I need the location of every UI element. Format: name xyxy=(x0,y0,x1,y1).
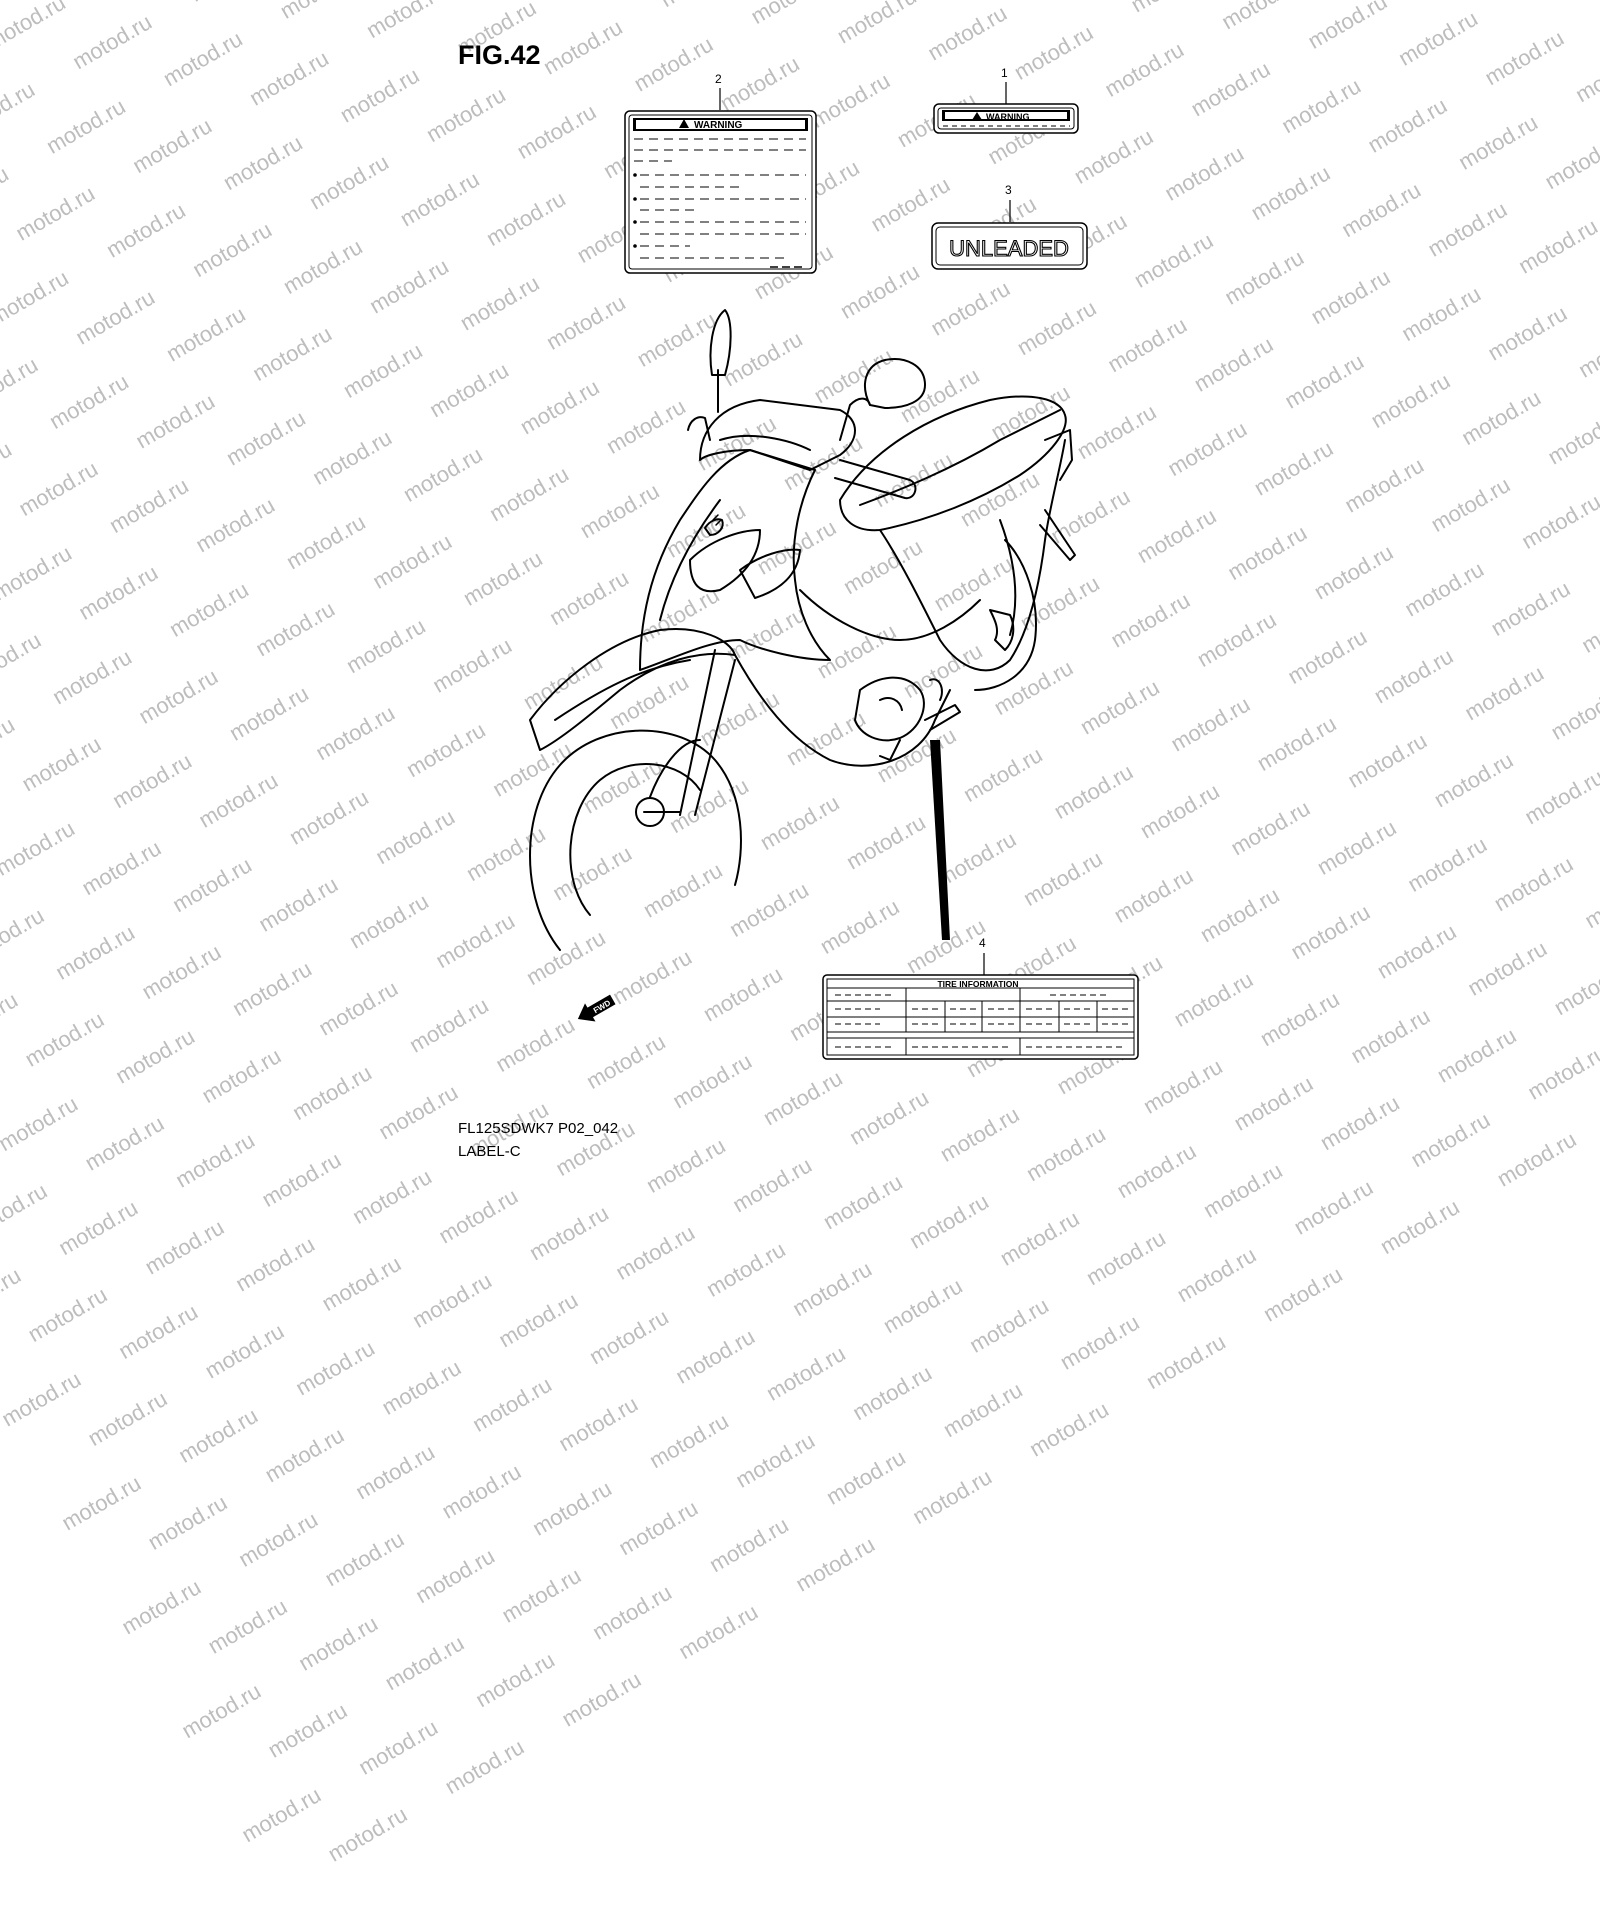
watermark-text: motod.ru xyxy=(1055,1309,1144,1375)
watermark-text: motod.ru xyxy=(791,1531,880,1597)
watermark-text: motod.ru xyxy=(231,1231,319,1297)
watermark-text: motod.ru xyxy=(761,1340,850,1406)
watermark-text: motod.ru xyxy=(203,1593,292,1659)
warning-label-large-title: WARNING xyxy=(694,120,743,131)
figure-code: FL125SDWK7 P02_042 xyxy=(458,1120,619,1137)
watermark-text: motod.ru xyxy=(788,1256,876,1322)
tire-label-pointer xyxy=(930,740,950,940)
watermark-text: motod.ru xyxy=(731,1427,820,1493)
watermark-text: motod.ru xyxy=(848,1360,936,1426)
watermark-text: motod.ru xyxy=(908,1464,996,1530)
watermark-text: motod.ru xyxy=(437,1458,526,1524)
watermark-text: motod.ru xyxy=(143,1489,232,1555)
watermark-text: motod.ru xyxy=(260,1422,349,1488)
watermark-text: motod.ru xyxy=(54,1194,142,1261)
figure-section: LABEL-C xyxy=(458,1143,521,1160)
watermark-text: motod.ru xyxy=(320,1526,409,1592)
watermark-text: motod.ru xyxy=(1258,1261,1347,1327)
watermark-text: motod.ru xyxy=(1082,1225,1170,1291)
watermark-text: motod.ru xyxy=(237,1782,326,1848)
watermark-text: motod.ru xyxy=(938,1377,1027,1443)
watermark-text: motod.ru xyxy=(380,1630,469,1696)
motorcycle-illustration xyxy=(529,309,1076,951)
watermark-text: motod.ru xyxy=(1375,1194,1464,1260)
watermark-text: motod.ru xyxy=(1172,1242,1261,1308)
watermark-text: motod.ru xyxy=(554,1391,643,1457)
watermark-text: motod.ru xyxy=(83,1385,172,1451)
watermark-text: motod.ru xyxy=(705,1512,793,1578)
watermark-text: motod.ru xyxy=(1025,1396,1113,1462)
watermark-text: motod.ru xyxy=(294,1610,382,1676)
watermark-text: motod.ru xyxy=(323,1801,412,1867)
part-number-2: 2 xyxy=(715,72,722,86)
watermark-text: motod.ru xyxy=(525,1200,613,1266)
watermark-text: motod.ru xyxy=(557,1666,646,1732)
watermark-text: motod.ru xyxy=(140,1214,229,1280)
tire-info-label: TIRE INFORMATION xyxy=(822,974,1139,1060)
watermark-text: motod.ru xyxy=(701,1236,790,1302)
watermark-text: motod.ru xyxy=(57,1470,146,1536)
watermark-text: motod.ru xyxy=(23,1281,112,1347)
watermark-text: motod.ru xyxy=(645,1408,733,1474)
watermark-text: motod.ru xyxy=(200,1318,289,1384)
watermark-text: motod.ru xyxy=(614,1495,703,1561)
watermark-text: motod.ru xyxy=(965,1292,1053,1358)
part-number-1: 1 xyxy=(1001,66,1008,80)
watermark-text: motod.ru xyxy=(117,1574,206,1640)
watermark-text: motod.ru xyxy=(263,1697,352,1763)
watermark-text: motod.ru xyxy=(174,1402,262,1468)
watermark-text: motod.ru xyxy=(995,1205,1084,1271)
watermark-text: motod.ru xyxy=(588,1579,676,1645)
watermark-text: motod.ru xyxy=(317,1250,406,1316)
watermark-text: motod.ru xyxy=(440,1734,529,1800)
tire-info-label-title: TIRE INFORMATION xyxy=(937,979,1018,989)
part-number-4: 4 xyxy=(979,936,986,950)
part-number-3: 3 xyxy=(1005,183,1012,197)
warning-triangle-icon-small xyxy=(972,112,982,120)
unleaded-label-text: UNLEADED xyxy=(949,236,1069,261)
watermark-text: motod.ru xyxy=(234,1506,322,1572)
watermark-text: motod.ru xyxy=(821,1444,910,1510)
warning-triangle-icon xyxy=(679,119,689,128)
watermark-text: motod.ru xyxy=(411,1543,499,1609)
watermark-text: motod.ru xyxy=(528,1475,616,1541)
figure-title: FIG.42 xyxy=(458,40,541,70)
fwd-arrow-icon: FWD xyxy=(577,994,616,1022)
watermark-text: motod.ru xyxy=(585,1304,673,1370)
unleaded-label: UNLEADED xyxy=(931,222,1088,270)
watermark-text: motod.ru xyxy=(497,1562,586,1628)
watermark-text: motod.ru xyxy=(114,1298,202,1364)
diagram-art: WARNING xyxy=(529,82,1139,1060)
warning-label-small: WARNING xyxy=(933,103,1079,134)
watermark-text: motod.ru xyxy=(471,1647,559,1713)
watermark-text: motod.ru xyxy=(671,1323,760,1389)
watermark-text: motod.ru xyxy=(494,1287,583,1353)
watermark-text: motod.ru xyxy=(468,1371,556,1437)
warning-label-large: WARNING xyxy=(624,110,817,274)
leader-lines xyxy=(719,82,1011,975)
watermark-text: motod.ru xyxy=(377,1354,466,1420)
watermark-text: motod.ru xyxy=(351,1439,439,1505)
warning-label-small-title: WARNING xyxy=(986,112,1030,122)
watermark-text: motod.ru xyxy=(354,1714,442,1780)
watermark-text: motod.ru xyxy=(0,1262,26,1328)
watermark-text: motod.ru xyxy=(177,1678,266,1744)
watermark-text: motod.ru xyxy=(0,1366,86,1432)
watermark-text: motod.ru xyxy=(878,1273,967,1339)
watermark-text: motod.ru xyxy=(611,1219,700,1285)
watermark-text: motod.ru xyxy=(408,1267,496,1333)
watermark-text: motod.ru xyxy=(1142,1329,1230,1395)
watermark-text: motod.ru xyxy=(291,1335,379,1401)
watermark-text: motod.ru xyxy=(674,1599,763,1665)
